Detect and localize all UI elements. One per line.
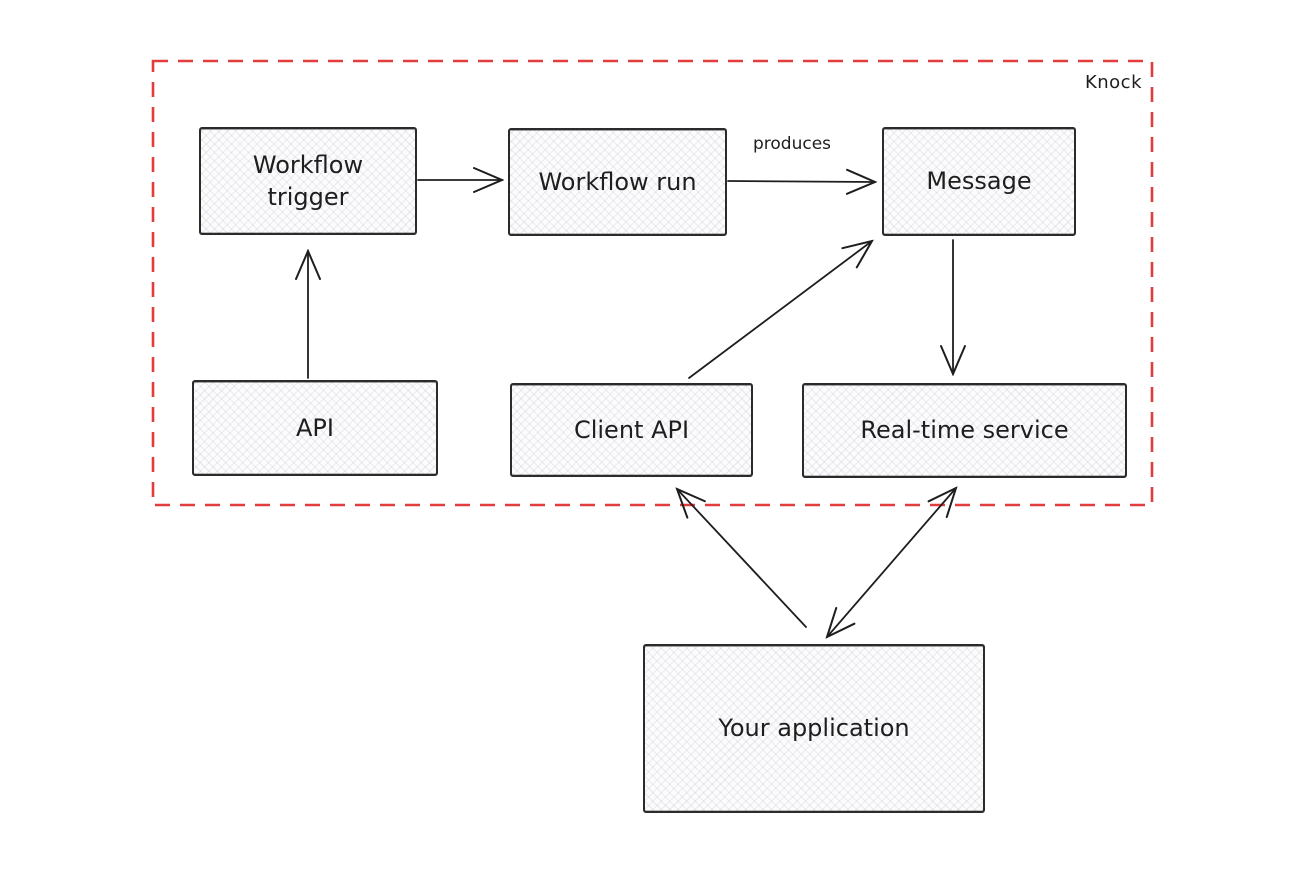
arrow-your-application-realtime-service-bidirectional	[827, 488, 956, 637]
node-workflow-trigger: Workflow trigger	[199, 127, 417, 235]
arrow-client-api-to-message	[688, 241, 872, 379]
node-your-application-label: Your application	[718, 714, 910, 743]
knock-boundary-frame	[151, 59, 1154, 507]
node-client-api-label: Client API	[573, 415, 690, 444]
arrow-workflow-run-to-message	[727, 181, 875, 182]
node-client-api: Client API	[510, 383, 753, 477]
node-workflow-trigger-label: Workflow trigger	[252, 150, 364, 211]
edge-label-produces: produces	[752, 134, 832, 154]
node-your-application: Your application	[643, 644, 985, 813]
node-realtime-service-label: Real-time service	[860, 416, 1069, 445]
node-message-label: Message	[926, 167, 1032, 196]
node-realtime-service: Real-time service	[802, 383, 1127, 478]
node-message: Message	[882, 127, 1076, 236]
node-api-label: API	[296, 413, 334, 442]
node-api: API	[192, 380, 438, 476]
node-workflow-run-label: Workflow run	[538, 167, 697, 196]
arrow-your-application-to-client-api	[677, 489, 807, 628]
knock-frame-label: Knock	[1084, 72, 1142, 93]
node-workflow-run: Workflow run	[508, 128, 727, 236]
